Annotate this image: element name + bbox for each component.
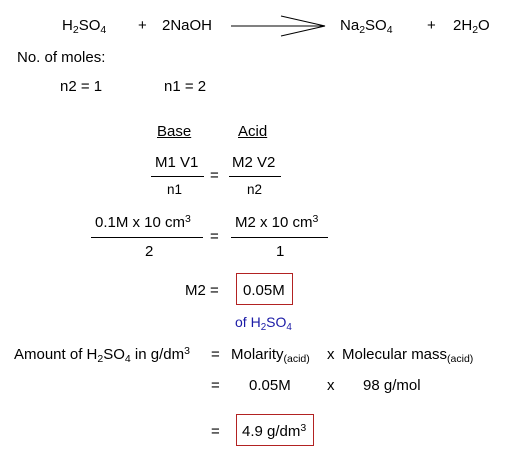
right-denominator: n2 — [247, 182, 263, 197]
m2-note: of H2SO4 — [235, 314, 292, 333]
equals-sign-1: = — [210, 167, 219, 184]
times-sign-1: x — [327, 346, 335, 363]
equals-sign-3: = — [211, 377, 220, 394]
final-result-box — [236, 414, 314, 446]
equals-sign-4: = — [211, 423, 220, 440]
amount-equals: = — [211, 346, 220, 363]
acid-header: Acid — [238, 123, 268, 140]
reactant-naoh: 2NaOH — [162, 17, 213, 34]
value-molar-mass: 98 g/mol — [363, 377, 421, 394]
sub-left-fraction-bar — [91, 237, 203, 238]
m2-result-box — [236, 273, 293, 305]
reactant-h2so4: H2SO4 — [62, 17, 107, 37]
reaction-arrow-icon — [231, 15, 326, 37]
sub-right-fraction-bar — [231, 237, 328, 238]
product-h2o: 2H2O — [453, 17, 490, 37]
right-fraction-bar — [229, 176, 281, 177]
product-na2so4: Na2SO4 — [340, 17, 393, 37]
sub-left-denominator: 2 — [145, 243, 154, 260]
plus-sign-1: + — [138, 17, 147, 34]
left-fraction-bar — [151, 176, 204, 177]
right-numerator: M2 V2 — [232, 154, 276, 171]
m2-label: M2 = — [185, 282, 219, 299]
moles-n2: n2 = 1 — [60, 78, 103, 95]
moles-heading: No. of moles: — [17, 49, 106, 66]
molecular-mass-term: Molecular mass(acid) — [342, 346, 474, 366]
sub-left-numerator: 0.1M x 10 cm3 — [95, 213, 191, 231]
left-denominator: n1 — [167, 182, 183, 197]
amount-label: Amount of H2SO4 in g/dm3 — [14, 345, 190, 366]
molarity-term: Molarity(acid) — [231, 346, 310, 366]
value-molarity: 0.05M — [249, 377, 291, 394]
m2-result-value: 0.05M — [243, 282, 285, 299]
sub-right-denominator: 1 — [276, 243, 285, 260]
final-result-value: 4.9 g/dm3 — [242, 422, 307, 440]
equals-sign-2: = — [210, 228, 219, 245]
moles-n1: n1 = 2 — [164, 78, 207, 95]
left-numerator: M1 V1 — [155, 154, 199, 171]
base-header: Base — [157, 123, 192, 140]
plus-sign-2: + — [427, 17, 436, 34]
times-sign-2: x — [327, 377, 335, 394]
sub-right-numerator: M2 x 10 cm3 — [235, 213, 319, 231]
